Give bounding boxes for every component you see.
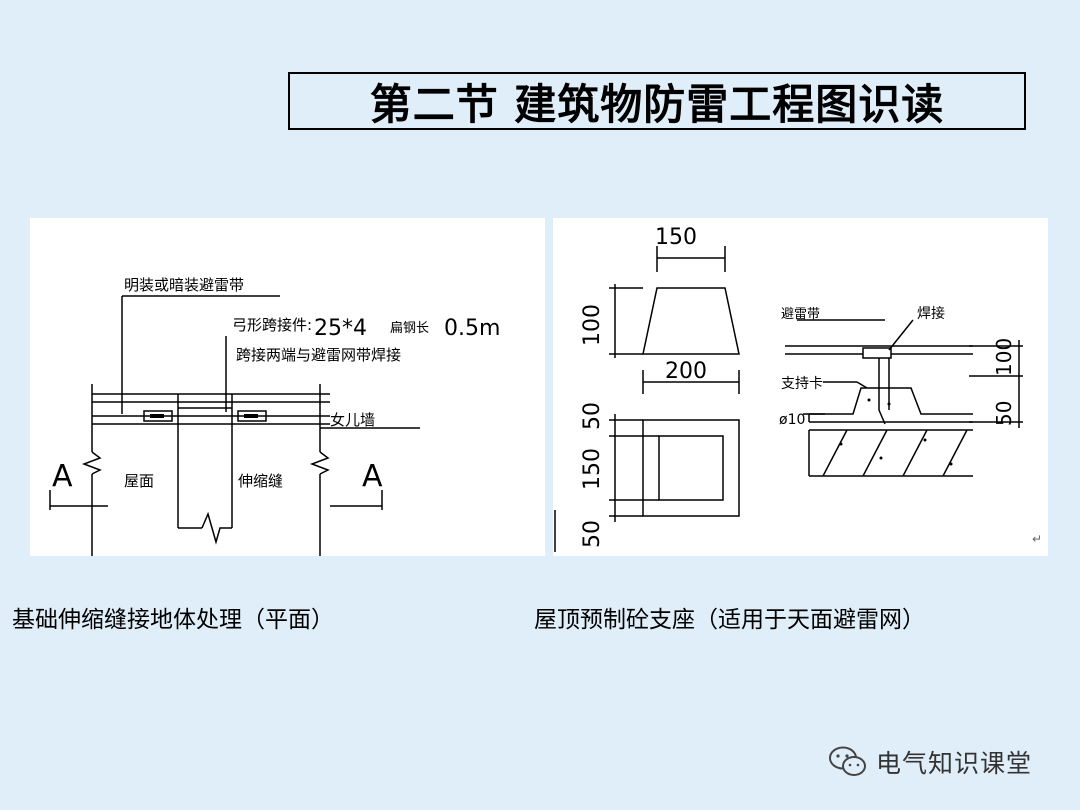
parapet-label: 女儿墙: [330, 411, 375, 429]
dim-bottom-width: 200: [665, 359, 707, 384]
left-drawing-panel: 明装或暗装避雷带 弓形跨接件: 25*4 扁钢长 0.5m 跨接两端与避雷网带焊…: [30, 218, 545, 556]
rod-diameter-label: ø10: [779, 412, 805, 428]
bow-length-value: 0.5m: [444, 316, 500, 341]
right-caption: 屋顶预制砼支座（适用于天面避雷网）: [534, 607, 925, 633]
dim-top-width: 150: [655, 225, 697, 250]
expansion-joint-label: 伸缩缝: [238, 472, 283, 490]
left-caption: 基础伸缩缝接地体处理（平面）: [12, 607, 334, 633]
section-mark-right: A: [362, 459, 383, 494]
watermark-text: 电气知识课堂: [876, 749, 1033, 778]
wechat-icon: [829, 746, 866, 776]
roof-label: 屋面: [124, 472, 154, 490]
welding-note-label: 跨接两端与避雷网带焊接: [236, 346, 401, 364]
return-mark: ↵: [1032, 532, 1043, 546]
section-mark-left: A: [52, 459, 73, 494]
dim-plan-top-margin: 50: [580, 402, 605, 430]
expansion-joint-plan-drawing: 明装或暗装避雷带 弓形跨接件: 25*4 扁钢长 0.5m 跨接两端与避雷网带焊…: [49, 276, 500, 556]
bow-spec-label: 25*4: [314, 316, 367, 341]
watermark: 电气知识课堂: [828, 742, 1032, 782]
dim-section-height-extra: 50: [992, 401, 1016, 426]
dim-height: 100: [580, 304, 605, 346]
precast-support-drawing: 150 100 200 50 150 50 避雷带 焊接 支持卡 ø10 100…: [554, 225, 1023, 552]
slide-title-box: 第二节 建筑物防雷工程图识读: [288, 72, 1026, 130]
dim-section-height: 100: [992, 338, 1016, 376]
support-clip-label: 支持卡: [781, 376, 823, 392]
bow-connector-label: 弓形跨接件:: [232, 316, 312, 334]
slide-title: 第二节 建筑物防雷工程图识读: [369, 79, 945, 129]
bow-length-prefix: 扁钢长: [390, 321, 429, 336]
lightning-belt-label: 避雷带: [781, 307, 820, 322]
dim-plan-bottom-margin: 50: [580, 520, 605, 548]
weld-label: 焊接: [917, 305, 945, 322]
dim-plan-inner: 150: [580, 448, 605, 490]
right-drawing-panel: 150 100 200 50 150 50 避雷带 焊接 支持卡 ø10 100…: [553, 218, 1048, 556]
exposed-belt-label: 明装或暗装避雷带: [124, 276, 244, 294]
